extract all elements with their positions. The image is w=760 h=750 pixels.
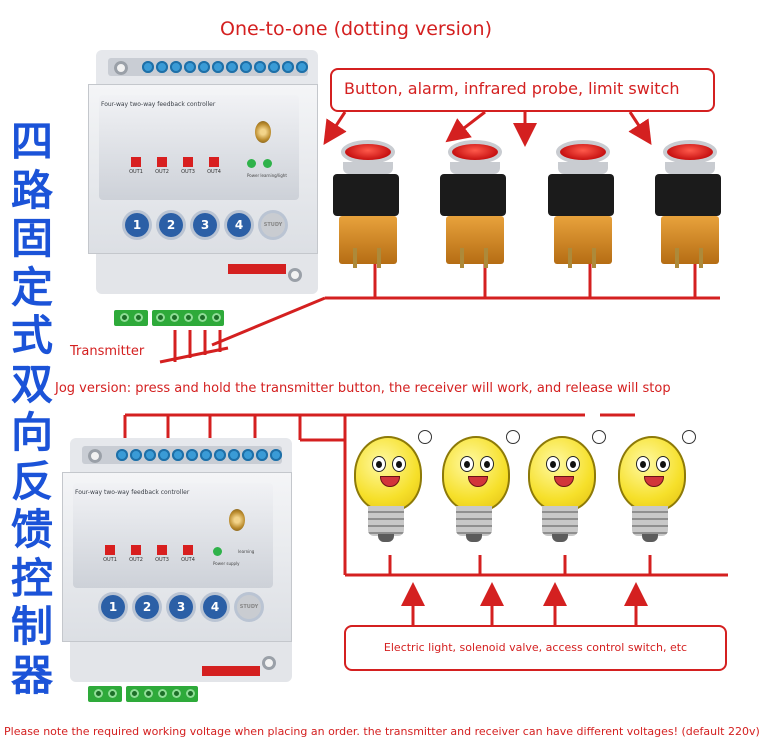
output-indicator: OUT1	[125, 157, 147, 175]
light-bulb-icon	[516, 418, 606, 568]
vertical-title-char: 馈	[10, 505, 53, 554]
learn-button[interactable]: STUDY	[237, 595, 261, 619]
device-button-1[interactable]: 1	[101, 595, 125, 619]
light-bulb-icon	[342, 418, 432, 568]
vertical-title-char: 路	[10, 165, 53, 215]
power-terminal	[88, 686, 122, 702]
led-label: Power learning/light	[247, 173, 287, 178]
vertical-title-char: 双	[10, 359, 53, 409]
inputs-callout-text: Button, alarm, infrared probe, limit swi…	[344, 79, 680, 98]
vertical-title-char: 定	[10, 262, 53, 312]
bottom-terminals	[70, 642, 292, 682]
power-terminal	[114, 310, 148, 326]
dip-switch[interactable]	[202, 666, 260, 676]
light-bulb-icon	[430, 418, 520, 568]
vertical-title-char: 向	[10, 408, 53, 457]
light-bulb-icon	[606, 418, 696, 568]
antenna-icon	[229, 509, 245, 531]
output-indicator: OUT1	[99, 545, 121, 563]
antenna-icon	[255, 121, 271, 143]
output-indicator: OUT4	[203, 157, 225, 175]
vertical-title-char: 固	[10, 214, 53, 263]
device-face: Four-way two-way feedback controller OUT…	[62, 472, 292, 642]
vertical-title-char: 反	[10, 456, 53, 506]
learn-led-icon	[263, 159, 272, 168]
output-indicator: OUT2	[151, 157, 173, 175]
inputs-callout: Button, alarm, infrared probe, limit swi…	[330, 68, 715, 112]
vertical-title-char: 四	[10, 117, 53, 166]
transmitter-label: Transmitter	[70, 344, 145, 359]
push-button-icon	[440, 140, 510, 268]
top-title: One-to-one (dotting version)	[220, 18, 492, 40]
power-led-icon	[247, 159, 256, 168]
outputs-callout: Electric light, solenoid valve, access c…	[344, 625, 727, 671]
output-indicator: OUT3	[151, 545, 173, 563]
vertical-title: 四 路 固 定 式 双 向 反 馈 控 制 器	[6, 117, 58, 700]
terminal-strip	[70, 438, 292, 472]
top-arrows	[323, 110, 652, 147]
push-button-icon	[548, 140, 618, 268]
learn-button[interactable]: STUDY	[261, 213, 285, 237]
push-button-icon	[655, 140, 725, 268]
input-terminal	[152, 310, 224, 326]
output-indicator: OUT2	[125, 545, 147, 563]
device-title: Four-way two-way feedback controller	[101, 101, 216, 108]
vertical-title-char: 制	[10, 602, 53, 651]
push-button-icon	[333, 140, 403, 268]
outputs-callout-text: Electric light, solenoid valve, access c…	[383, 641, 688, 654]
device-button-3[interactable]: 3	[169, 595, 193, 619]
terminal-strip	[96, 50, 318, 84]
power-led-icon	[213, 547, 222, 556]
device-face: Four-way two-way feedback controller OUT…	[88, 84, 318, 254]
vertical-title-char: 器	[10, 650, 53, 700]
jog-version-label: Jog version: press and hold the transmit…	[55, 381, 671, 396]
led-label: Power supply	[213, 561, 240, 566]
bottom-terminals	[96, 254, 318, 294]
vertical-title-char: 控	[10, 553, 53, 603]
device-title: Four-way two-way feedback controller	[75, 489, 190, 496]
output-terminal	[126, 686, 198, 702]
dip-switch[interactable]	[228, 264, 286, 274]
device-button-4[interactable]: 4	[227, 213, 251, 237]
device-button-3[interactable]: 3	[193, 213, 217, 237]
bottom-note: Please note the required working voltage…	[4, 725, 760, 738]
device-button-2[interactable]: 2	[159, 213, 183, 237]
device-button-4[interactable]: 4	[203, 595, 227, 619]
led-label: learning	[238, 549, 255, 554]
device-button-1[interactable]: 1	[125, 213, 149, 237]
output-indicator: OUT4	[177, 545, 199, 563]
device-button-2[interactable]: 2	[135, 595, 159, 619]
vertical-title-char: 式	[10, 311, 53, 360]
output-indicator: OUT3	[177, 157, 199, 175]
